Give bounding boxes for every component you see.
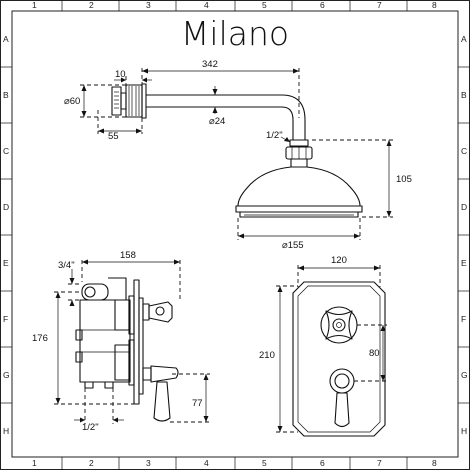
faceplate-outline: [292, 281, 386, 437]
inlet-stub-lower: [75, 351, 83, 363]
dim-head-height: 105: [396, 174, 412, 185]
dimension-lines: [54, 68, 393, 433]
shower-head: [235, 166, 363, 218]
dim-valve-depth: 158: [120, 250, 136, 261]
grid-row-labels-left: A B C D E F G H: [3, 34, 10, 436]
head-rim: [235, 205, 363, 213]
grid-col-1: 1: [32, 0, 37, 10]
grid-col-4-bottom: 4: [204, 458, 209, 468]
crosshead-centre: [332, 318, 346, 332]
valve-front-view: [292, 281, 386, 437]
grid-column-labels-top: 1 2 3 4 5 6 7 8: [32, 0, 437, 10]
grid-col-5-bottom: 5: [262, 458, 267, 468]
dim-plate-width: 120: [331, 255, 347, 266]
grid-row-d: D: [3, 202, 9, 212]
grid-col-5: 5: [262, 0, 267, 10]
lower-cartridge: [114, 344, 130, 381]
grid-row-labels-right: A B C D E F G H: [461, 34, 468, 436]
wall-plate: [125, 84, 143, 118]
brand-title: Milano: [181, 14, 289, 53]
grid-row-e-right: E: [461, 258, 467, 268]
head-neck: [290, 158, 308, 168]
dim-handle-spacing: 80: [369, 348, 380, 359]
grid-row-h-right: H: [461, 426, 467, 436]
head-dome: [237, 166, 361, 207]
grid-row-e: E: [3, 258, 9, 268]
lever-arm: [153, 381, 171, 422]
grid-row-f: F: [3, 314, 8, 324]
lever-body: [334, 392, 350, 428]
crosshead-handle: [320, 306, 358, 344]
grid-row-a-right: A: [461, 34, 467, 44]
lever-rose-inner: [334, 373, 350, 389]
inlet-connector-2: [104, 381, 114, 389]
grid-row-b-right: B: [461, 90, 467, 100]
cross-handle-hub: [142, 303, 150, 321]
wall-flange-nut: [120, 92, 127, 110]
grid-col-7: 7: [377, 0, 382, 10]
arm-connector: [289, 139, 309, 147]
dimension-labels: 342 10 ⌀60 55 ⌀24 1/2" 105 ⌀155 158 3/4"…: [32, 59, 412, 433]
dim-arm-dia: ⌀24: [209, 116, 225, 127]
grid-col-1-bottom: 1: [32, 458, 37, 468]
upper-cartridge-cap: [108, 277, 127, 301]
dim-flange-offset: 55: [108, 131, 119, 142]
grid-col-4: 4: [204, 0, 209, 10]
valve-body: [79, 299, 131, 383]
wall-plate-face: [141, 83, 147, 119]
grid-row-f-right: F: [461, 314, 466, 324]
dim-head-thread: 1/2": [266, 130, 283, 141]
grid-row-c-right: C: [461, 146, 467, 156]
crosshead-arms: [325, 310, 353, 340]
dim-arm-length: 342: [202, 59, 218, 70]
faceplate-back: [138, 297, 144, 395]
grid-row-a: A: [3, 34, 9, 44]
lever-rose: [329, 368, 355, 394]
grid-col-8-bottom: 8: [432, 458, 437, 468]
faceplate-inner: [297, 285, 381, 433]
cross-handle-cap: [155, 306, 165, 316]
grid-row-d-right: D: [461, 202, 467, 212]
shower-arm: [111, 83, 313, 168]
arm-tube: [146, 94, 306, 140]
inlet-stub-upper: [75, 329, 83, 341]
grid-row-b: B: [3, 90, 9, 100]
grid-col-3-bottom: 3: [146, 458, 151, 468]
wall-flange-rear: [111, 86, 122, 116]
valve-side-view: [75, 277, 179, 422]
grid-col-8: 8: [432, 0, 437, 10]
grid-col-3: 3: [146, 0, 151, 10]
outlet-port: [84, 286, 96, 298]
dim-inlet-thread: 1/2": [82, 422, 99, 433]
grid-column-labels-bottom: 1 2 3 4 5 6 7 8: [32, 458, 437, 468]
dim-wall-plate-dia: ⌀60: [64, 96, 80, 107]
lever-hub: [142, 367, 152, 381]
dim-head-dia: ⌀155: [282, 240, 304, 251]
grid-col-6-bottom: 6: [320, 458, 325, 468]
grid-row-h: H: [3, 426, 9, 436]
grid-col-2: 2: [89, 0, 94, 10]
dim-valve-lower: 77: [192, 398, 203, 409]
grid-col-2-bottom: 2: [89, 458, 94, 468]
dim-flange-depth: 10: [115, 69, 126, 80]
dim-plate-height: 210: [259, 350, 275, 361]
grid-col-6: 6: [320, 0, 325, 10]
grid-col-7-bottom: 7: [377, 458, 382, 468]
dim-outlet-thread: 3/4": [58, 260, 75, 271]
grid-row-c: C: [3, 146, 9, 156]
grid-row-g-right: G: [461, 370, 468, 380]
grid-row-g: G: [3, 370, 10, 380]
faceplate-edge: [133, 279, 140, 405]
dim-valve-height: 176: [32, 333, 48, 344]
inner-frame: [11, 10, 459, 458]
lever-handle: [329, 368, 355, 428]
upper-cartridge: [114, 299, 130, 331]
lever-knob: [150, 365, 179, 383]
inlet-connector: [84, 381, 94, 389]
cross-handle-arm: [148, 301, 173, 323]
head-face: [239, 211, 359, 218]
